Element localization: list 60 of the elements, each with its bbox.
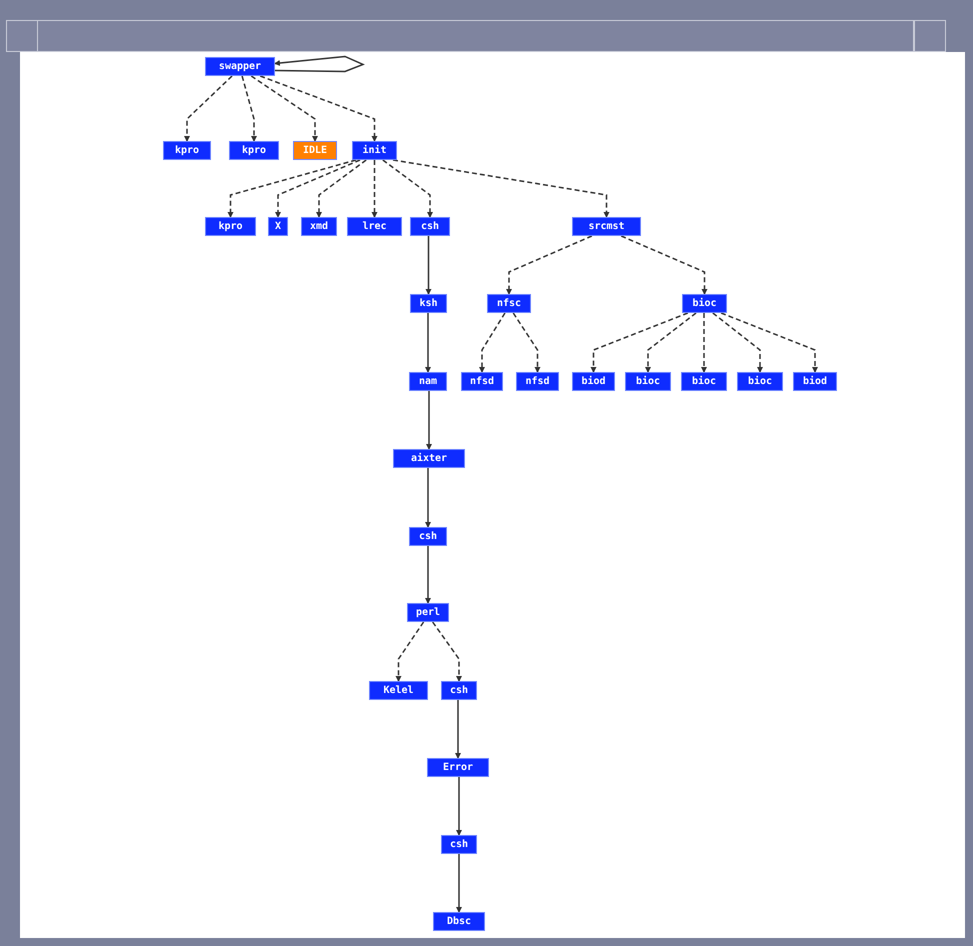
arrow bbox=[241, 76, 257, 142]
process-box: biod bbox=[793, 372, 837, 391]
arrow bbox=[392, 159, 610, 218]
process-box: kpro bbox=[229, 141, 279, 160]
arrow bbox=[432, 622, 462, 682]
process-box: biod bbox=[572, 372, 615, 391]
process-box: nam bbox=[409, 372, 447, 391]
arrow bbox=[456, 777, 462, 836]
process-box: Kelel bbox=[369, 681, 428, 700]
process-box: nfsc bbox=[487, 294, 531, 313]
process-box: kpro bbox=[205, 217, 256, 236]
arrow bbox=[426, 391, 432, 450]
process-box: ksh bbox=[410, 294, 447, 313]
arrow bbox=[250, 75, 318, 142]
arrow bbox=[720, 312, 818, 373]
arrow bbox=[456, 854, 462, 913]
arrow bbox=[396, 622, 424, 682]
arrow bbox=[260, 75, 378, 142]
arrow bbox=[316, 159, 367, 218]
arrow bbox=[426, 236, 432, 295]
process-box: srcmst bbox=[572, 217, 641, 236]
arrow bbox=[184, 75, 233, 142]
process-box: Error bbox=[427, 758, 489, 777]
process-box: xmd bbox=[301, 217, 337, 236]
arrow bbox=[425, 468, 431, 528]
process-box: lrec bbox=[347, 217, 402, 236]
process-box: bioc bbox=[737, 372, 783, 391]
arrow bbox=[712, 312, 763, 373]
arrow bbox=[425, 313, 431, 373]
arrow bbox=[455, 700, 461, 759]
process-box: bioc bbox=[681, 372, 727, 391]
arrow bbox=[479, 312, 506, 373]
arrow bbox=[425, 546, 431, 604]
process-box: csh bbox=[409, 527, 447, 546]
process-box: kpro bbox=[163, 141, 211, 160]
process-box: aixter bbox=[393, 449, 465, 468]
process-box: Dbsc bbox=[433, 912, 485, 931]
arrow bbox=[275, 159, 360, 218]
process-box: swapper bbox=[205, 57, 275, 76]
arrow bbox=[506, 235, 592, 295]
arrow bbox=[645, 312, 696, 373]
process-box: nfsd bbox=[461, 372, 503, 391]
arrow bbox=[274, 56, 365, 72]
arrow bbox=[620, 235, 708, 295]
process-box: bioc bbox=[625, 372, 671, 391]
arrow bbox=[512, 312, 540, 373]
process-box: csh bbox=[441, 681, 477, 700]
process-box: csh bbox=[441, 835, 477, 854]
process-box: perl bbox=[407, 603, 449, 622]
process-box: init bbox=[352, 141, 397, 160]
arrow bbox=[701, 313, 707, 373]
process-box: IDLE bbox=[293, 141, 337, 160]
arrow bbox=[382, 159, 433, 218]
process-box: X bbox=[268, 217, 288, 236]
process-box: csh bbox=[410, 217, 450, 236]
arrow bbox=[590, 312, 688, 373]
arrow bbox=[372, 160, 378, 218]
arrow bbox=[228, 159, 356, 218]
process-box: nfsd bbox=[516, 372, 559, 391]
process-box: bioc bbox=[682, 294, 727, 313]
